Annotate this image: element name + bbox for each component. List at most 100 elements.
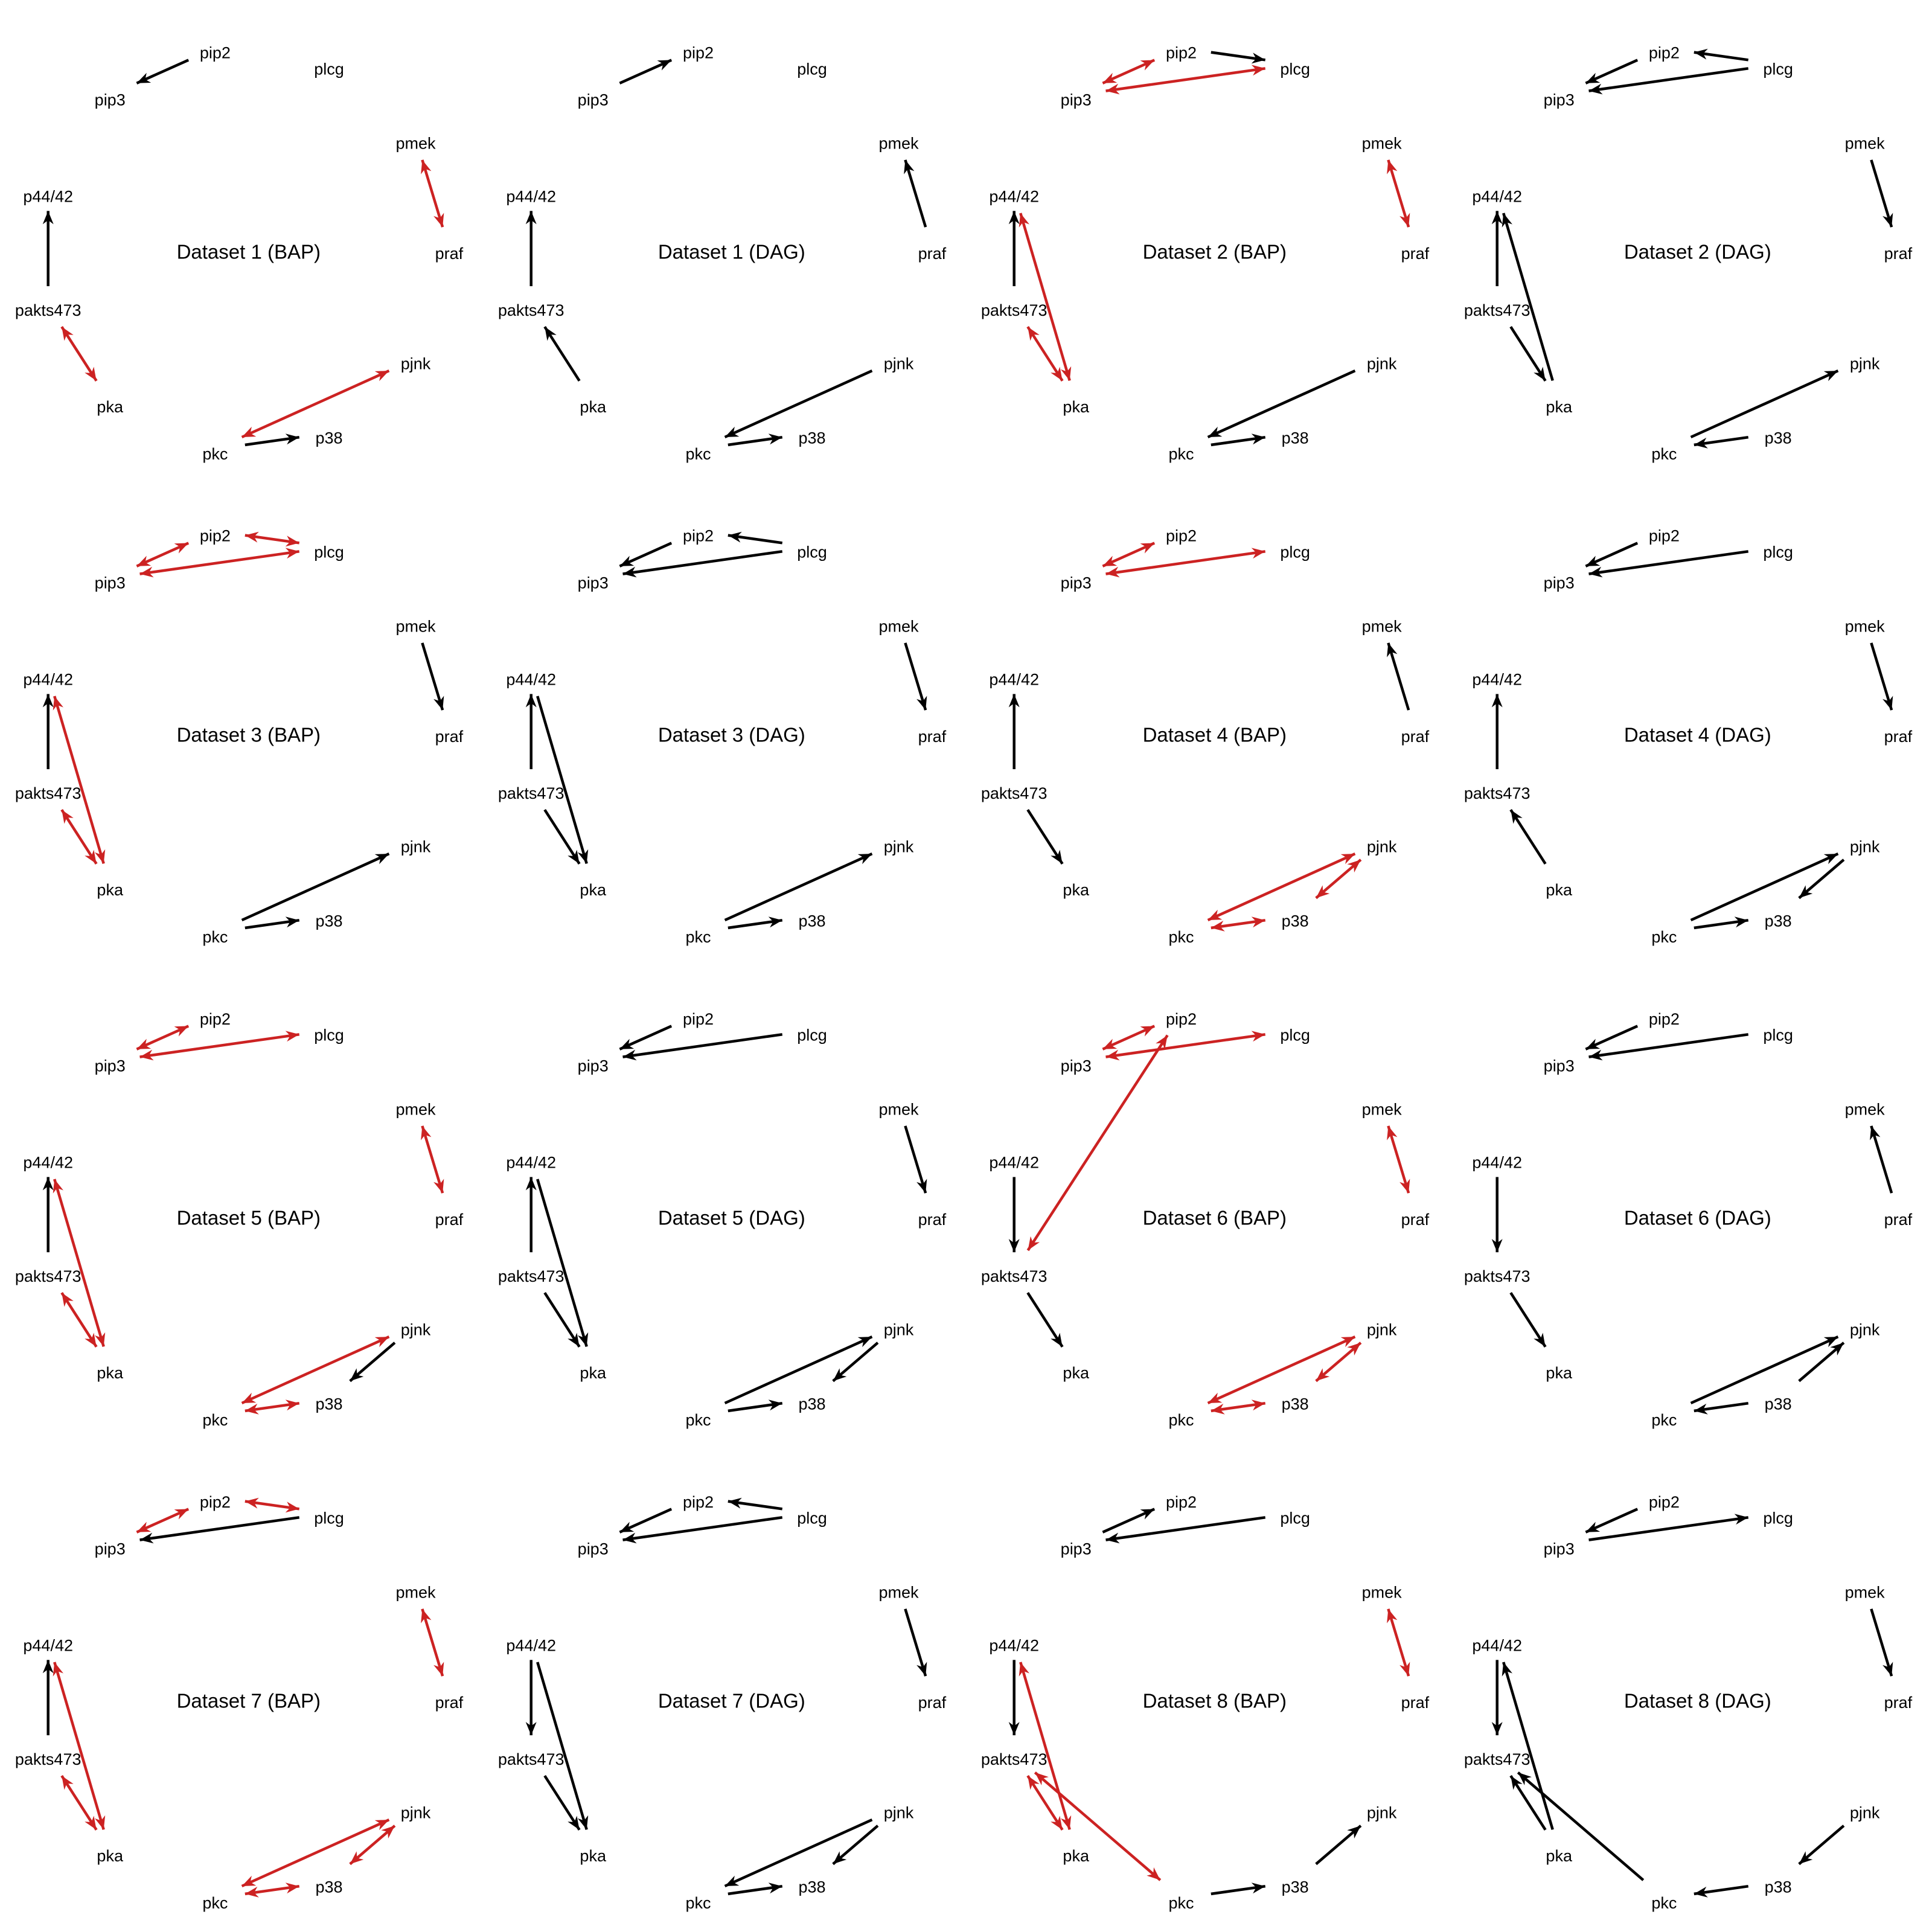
- arrow-head: [381, 1825, 395, 1839]
- undirected-edge: [1387, 1125, 1410, 1194]
- arrow-head: [1491, 1722, 1503, 1736]
- edge-line: [60, 325, 98, 382]
- node-label: pip2: [683, 44, 714, 62]
- edge-line: [622, 1033, 783, 1058]
- directed-edge: [1694, 48, 1749, 62]
- arrow-head: [1008, 1722, 1020, 1736]
- arrow-head: [1208, 909, 1223, 920]
- arrow-head: [433, 696, 444, 711]
- directed-edge: [1690, 369, 1839, 439]
- arrow-head: [1491, 1239, 1503, 1253]
- arrow-head: [1399, 213, 1410, 228]
- node-label: pakts473: [1464, 1750, 1531, 1768]
- arrow-head: [1051, 1815, 1063, 1830]
- edge-line: [349, 1825, 396, 1866]
- directed-edge: [1026, 1291, 1064, 1348]
- directed-edge: [42, 211, 54, 286]
- arrow-head: [1019, 213, 1029, 228]
- directed-edge: [1502, 1662, 1554, 1831]
- node-label: plcg: [797, 60, 827, 78]
- node-label: p38: [315, 429, 342, 447]
- network-panel: pip2plcgpip3pmekp44/42prafpakts473pkapjn…: [981, 1493, 1430, 1912]
- edge-line: [1798, 859, 1845, 900]
- node-label: p38: [1765, 429, 1792, 447]
- arrow-head: [1035, 1772, 1049, 1785]
- edge-line: [832, 1342, 879, 1383]
- edge-line: [53, 1179, 105, 1348]
- arrow-head: [577, 849, 589, 864]
- undirected-edge: [1026, 1034, 1169, 1252]
- node-label: pip3: [1544, 1057, 1575, 1075]
- directed-edge: [1008, 694, 1020, 769]
- directed-edge: [1798, 1825, 1845, 1866]
- node-label: pip2: [683, 1010, 714, 1028]
- undirected-edge: [1211, 916, 1266, 932]
- arrow-head: [1588, 1049, 1603, 1061]
- directed-edge: [1509, 1774, 1547, 1831]
- network-panel: pip2plcgpip3pmekp44/42prafpakts473pkapjn…: [981, 44, 1430, 463]
- node-label: pip3: [95, 1057, 126, 1075]
- edge-line: [1026, 1291, 1064, 1348]
- node-label: pip2: [1166, 1493, 1197, 1511]
- arrow-head: [350, 1368, 364, 1381]
- edge-line: [421, 642, 444, 711]
- node-label: pakts473: [981, 1267, 1048, 1285]
- arrow-head: [285, 548, 299, 559]
- node-label: pakts473: [1464, 301, 1531, 319]
- edge-line: [1105, 67, 1266, 92]
- arrow-head: [1140, 543, 1155, 554]
- arrow-head: [374, 854, 389, 865]
- directed-edge: [622, 1033, 783, 1061]
- node-label: p44/42: [1472, 671, 1522, 689]
- arrow-head: [577, 1815, 589, 1830]
- edge-line: [1588, 1033, 1749, 1058]
- directed-edge: [42, 1177, 54, 1253]
- node-label: pjnk: [1367, 354, 1397, 373]
- directed-edge: [1491, 1660, 1503, 1736]
- node-label: plcg: [314, 543, 344, 561]
- arrow-head: [1251, 548, 1265, 559]
- edge-line: [1690, 369, 1839, 439]
- panel-title: Dataset 1 (DAG): [658, 240, 805, 263]
- panel-title: Dataset 3 (DAG): [658, 724, 805, 746]
- undirected-edge: [1207, 1335, 1356, 1405]
- directed-edge: [536, 1179, 589, 1348]
- node-label: plcg: [314, 60, 344, 78]
- edge-line: [136, 59, 190, 85]
- node-label: pkc: [1168, 928, 1194, 946]
- arrow-head: [94, 849, 106, 864]
- node-label: pip3: [1544, 91, 1575, 109]
- arrow-head: [1340, 1337, 1355, 1348]
- arrow-head: [1882, 1662, 1893, 1677]
- node-label: pkc: [202, 1411, 228, 1429]
- arrow-head: [1830, 1342, 1844, 1356]
- edge-line: [619, 1508, 673, 1534]
- edge-line: [421, 159, 444, 228]
- edge-line: [724, 369, 873, 439]
- directed-edge: [1870, 159, 1893, 228]
- arrow-head: [53, 1179, 63, 1194]
- node-label: pmek: [1362, 1100, 1403, 1118]
- edge-line: [136, 1508, 190, 1534]
- edge-line: [1588, 550, 1749, 575]
- arrow-head: [622, 566, 637, 578]
- edge-line: [1585, 1025, 1639, 1051]
- edge-line: [60, 808, 98, 865]
- panel-title: Dataset 6 (BAP): [1143, 1207, 1287, 1229]
- arrow-head: [525, 211, 537, 225]
- arrow-head: [1734, 916, 1748, 928]
- edge-line: [1870, 1125, 1893, 1194]
- arrow-head: [1534, 1332, 1546, 1347]
- node-label: pka: [580, 881, 607, 899]
- arrow-head: [1316, 1368, 1330, 1381]
- arrow-head: [568, 1815, 580, 1830]
- panel-title: Dataset 1 (BAP): [177, 240, 321, 263]
- arrow-head: [1340, 854, 1355, 865]
- arrow-head: [857, 1337, 872, 1348]
- node-label: p44/42: [1472, 1637, 1522, 1655]
- node-label: pkc: [202, 445, 228, 463]
- edge-line: [1798, 1342, 1845, 1383]
- undirected-edge: [53, 1179, 106, 1348]
- node-label: pip2: [200, 527, 231, 545]
